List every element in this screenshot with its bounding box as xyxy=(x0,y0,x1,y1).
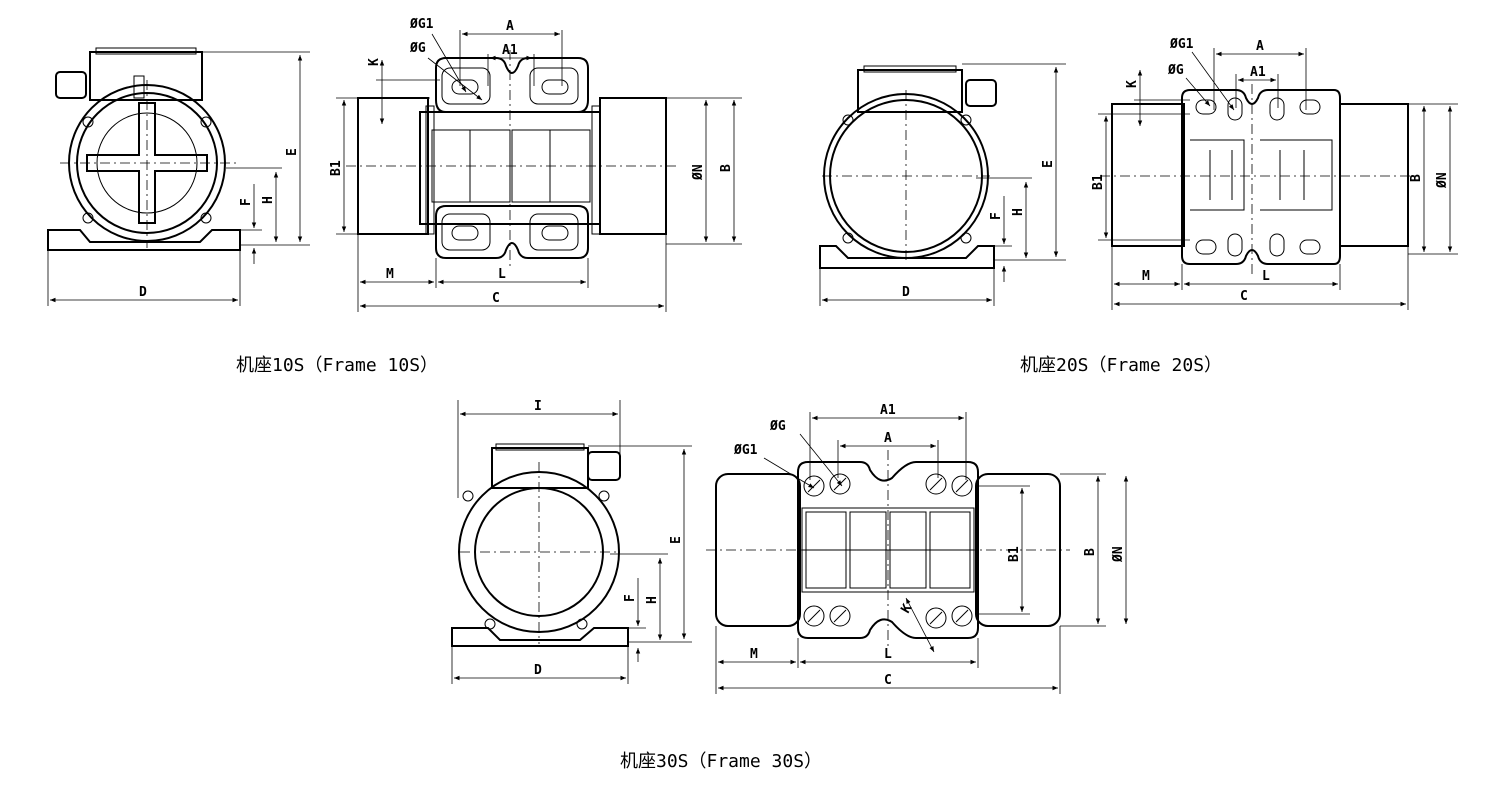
dim-g-label: ØG xyxy=(769,419,786,434)
frame30-front-view: I E H F D xyxy=(451,399,692,684)
frame20-top-view: A A1 ØG1 ØG K B1 B ØN M L C xyxy=(1091,37,1458,310)
dim-g1-label: ØG1 xyxy=(409,17,434,32)
dim-g1-label: ØG1 xyxy=(1169,37,1194,52)
caption-frame-10s: 机座10S（Frame 10S） xyxy=(236,355,438,376)
caption-frame-30s: 机座30S（Frame 30S） xyxy=(620,751,822,772)
dim-a-label: A xyxy=(884,431,892,446)
dim-m-label: M xyxy=(386,267,394,282)
dim-a1-label: A1 xyxy=(502,43,518,58)
dim-a-label: A xyxy=(1256,39,1264,54)
dim-l-label: L xyxy=(884,647,892,662)
dim-b-label: B xyxy=(1083,548,1098,556)
dim-e-label: E xyxy=(285,148,300,156)
frame30-top-view: A1 A ØG ØG1 K B1 B ØN M L C xyxy=(706,403,1129,694)
dim-a1-label: A1 xyxy=(1250,65,1266,80)
dim-b-label: B xyxy=(719,164,734,172)
dim-m-label: M xyxy=(750,647,758,662)
dim-d-label: D xyxy=(902,285,910,300)
dim-k-label: K xyxy=(898,602,915,616)
caption-frame-20s: 机座20S（Frame 20S） xyxy=(1020,355,1222,376)
dim-a1-label: A1 xyxy=(880,403,896,418)
dim-a-label: A xyxy=(506,19,514,34)
dim-b-label: B xyxy=(1409,174,1424,182)
dim-f-label: F xyxy=(989,212,1004,220)
dim-h-label: H xyxy=(645,596,660,604)
dim-k-label: K xyxy=(367,58,382,66)
dim-n-label: ØN xyxy=(691,164,706,181)
dim-l-label: L xyxy=(1262,269,1270,284)
dim-e-label: E xyxy=(1041,160,1056,168)
dim-m-label: M xyxy=(1142,269,1150,284)
dim-n-label: ØN xyxy=(1111,546,1126,563)
dim-f-label: F xyxy=(239,198,254,206)
dim-l-label: L xyxy=(498,267,506,282)
dim-f-label: F xyxy=(623,594,638,602)
dim-g-label: ØG xyxy=(1167,63,1184,78)
dim-c-label: C xyxy=(884,673,892,688)
dim-b1-label: B1 xyxy=(329,160,344,176)
dim-e-label: E xyxy=(669,536,684,544)
dim-h-label: H xyxy=(1011,208,1026,216)
frame20-front-view: E H F D xyxy=(819,63,1066,306)
dim-n-label: ØN xyxy=(1435,172,1450,189)
dim-k-label: K xyxy=(1125,80,1140,88)
dim-g1-label: ØG1 xyxy=(733,443,758,458)
frame10-top-view: A A1 ØG1 ØG K B1 ØN B M L C xyxy=(329,17,742,312)
dim-b1-label: B1 xyxy=(1007,546,1022,562)
frame10-front-view: E H F D xyxy=(47,47,310,306)
dim-b1-label: B1 xyxy=(1091,174,1106,190)
dim-g-label: ØG xyxy=(409,41,426,56)
dim-d-label: D xyxy=(139,285,147,300)
dim-h-label: H xyxy=(261,196,276,204)
dim-i-label: I xyxy=(534,399,542,414)
dim-c-label: C xyxy=(1240,289,1248,304)
dim-c-label: C xyxy=(492,291,500,306)
dim-d-label: D xyxy=(534,663,542,678)
